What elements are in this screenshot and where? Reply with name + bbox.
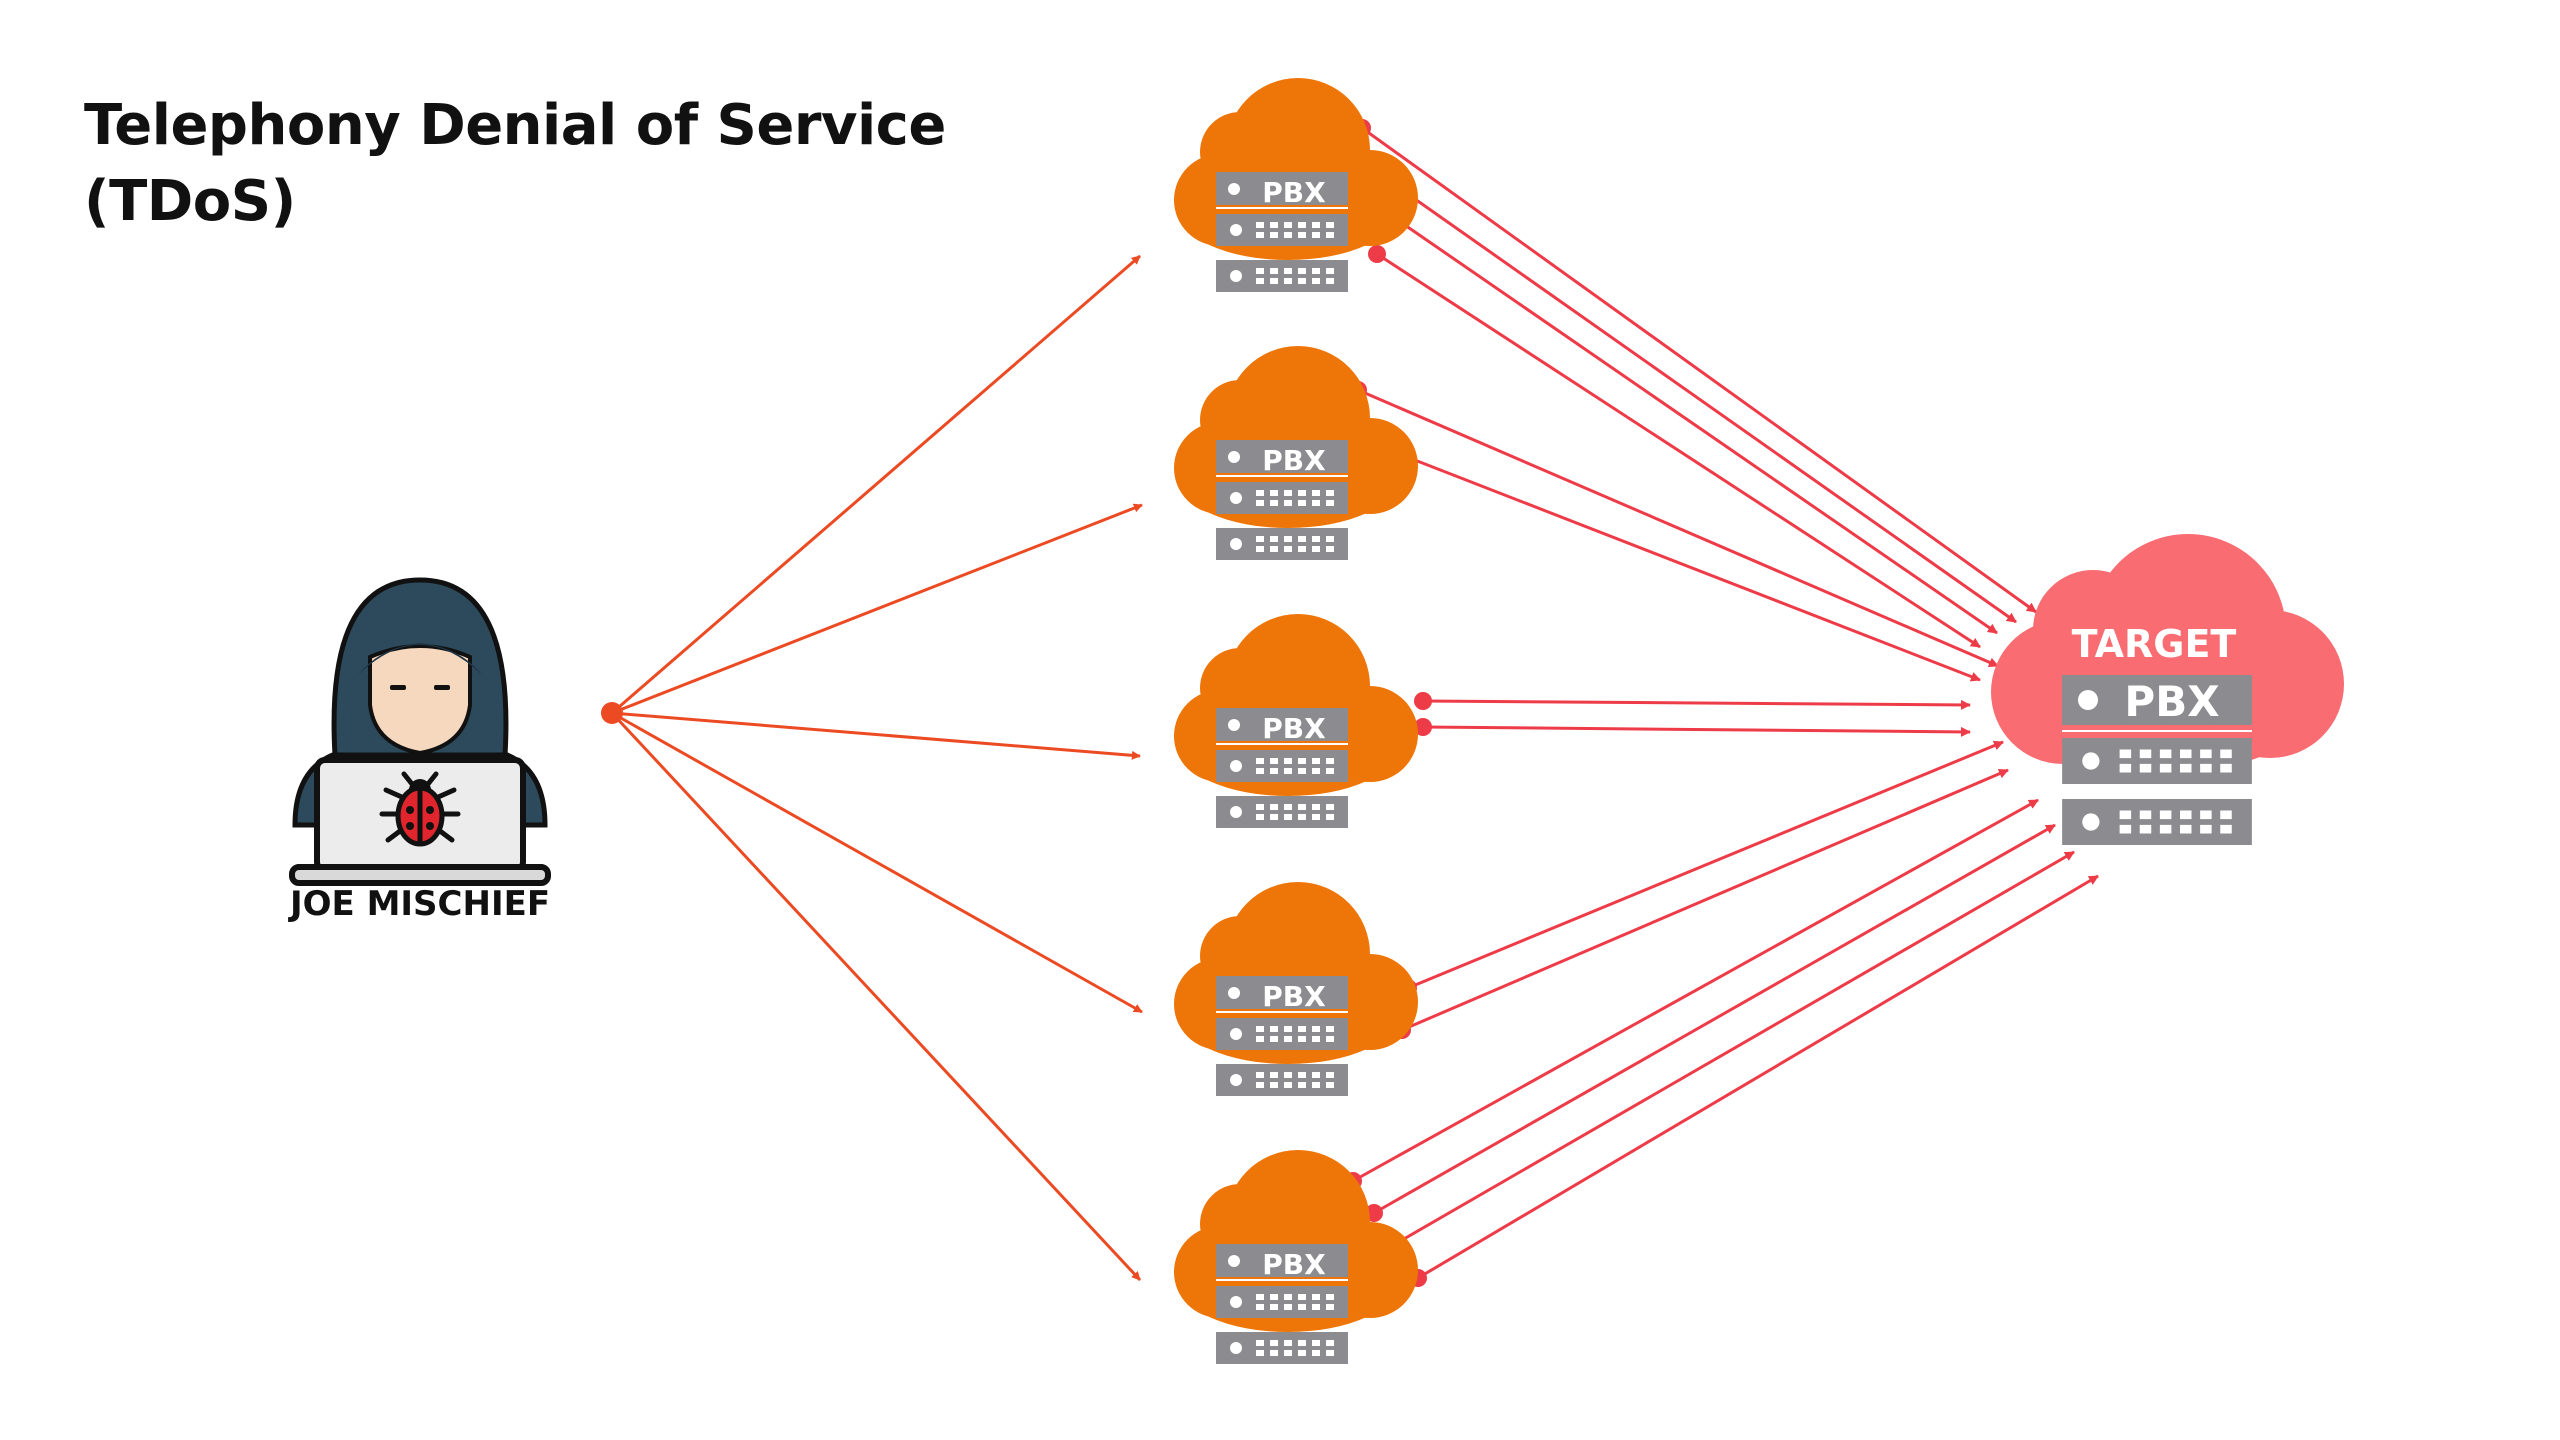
relay-pbx-server-3: PBX xyxy=(1174,614,1418,828)
call-arrow-4-2 xyxy=(1401,768,2009,1032)
call-arrow-5-2 xyxy=(1373,823,2056,1215)
relay-pbx-server-5: PBX xyxy=(1174,1150,1418,1364)
call-flood-arrows xyxy=(1352,126,2099,1280)
relay-pbx-label: PBX xyxy=(1262,444,1326,477)
call-origin-dot xyxy=(1414,718,1432,736)
relay-pbx-label: PBX xyxy=(1262,980,1326,1013)
call-arrow-1-1 xyxy=(1361,126,2037,614)
relay-pbx-server-2: PBX xyxy=(1174,346,1418,560)
attacker-arrow-3 xyxy=(611,711,1141,760)
call-arrow-5-1 xyxy=(1352,798,2039,1183)
call-origin-dot xyxy=(1414,692,1432,710)
attacker-arrow-1 xyxy=(611,254,1141,715)
attacker-arrows xyxy=(610,254,1143,1282)
relay-pbx-label: PBX xyxy=(1262,1248,1326,1281)
relay-servers: PBX PBX PBX PBX PBX xyxy=(1174,78,1418,1364)
relay-pbx-label: PBX xyxy=(1262,712,1326,745)
relay-pbx-server-1: PBX xyxy=(1174,78,1418,292)
call-origin-dot xyxy=(1368,245,1386,263)
call-arrow-1-4 xyxy=(1376,252,1981,649)
attacker-label: JOE MISCHIEF xyxy=(288,884,550,924)
attacker-figure: JOE MISCHIEF xyxy=(288,577,551,924)
relay-pbx-server-4: PBX xyxy=(1174,882,1418,1096)
call-arrow-1-3 xyxy=(1398,219,1998,635)
server-rack-icon: PBX xyxy=(1216,708,1348,828)
bug-icon xyxy=(379,771,461,847)
target-pbx: TARGET PBX xyxy=(1991,534,2344,845)
target-heading: TARGET xyxy=(2072,622,2237,666)
relay-pbx-label: PBX xyxy=(1262,176,1326,209)
server-rack-icon: PBX xyxy=(1216,1244,1348,1364)
call-arrow-4-1 xyxy=(1407,740,2004,990)
attacker-arrow-5 xyxy=(610,711,1142,1282)
call-arrow-3-2 xyxy=(1422,725,1971,737)
page-title: Telephony Denial of Service (TDoS) xyxy=(84,88,946,240)
target-pbx-label: PBX xyxy=(2124,677,2219,726)
title-line-2: (TDoS) xyxy=(84,169,296,234)
call-arrow-5-3 xyxy=(1396,850,2075,1245)
hacker-with-laptop-icon xyxy=(289,577,551,886)
server-rack-icon: PBX xyxy=(1216,172,1348,292)
call-arrow-5-4 xyxy=(1417,874,2099,1280)
attacker-arrow-4 xyxy=(611,711,1143,1014)
server-rack-icon: PBX xyxy=(1216,976,1348,1096)
call-arrow-3-1 xyxy=(1422,699,1971,710)
call-arrow-2-2 xyxy=(1406,455,1981,682)
target-server-rack-icon: PBX xyxy=(2062,675,2252,845)
attacker-arrow-2 xyxy=(611,503,1143,715)
call-arrow-2-1 xyxy=(1357,388,1999,668)
server-rack-icon: PBX xyxy=(1216,440,1348,560)
call-arrow-1-2 xyxy=(1404,190,2017,624)
title-line-1: Telephony Denial of Service xyxy=(84,93,946,158)
